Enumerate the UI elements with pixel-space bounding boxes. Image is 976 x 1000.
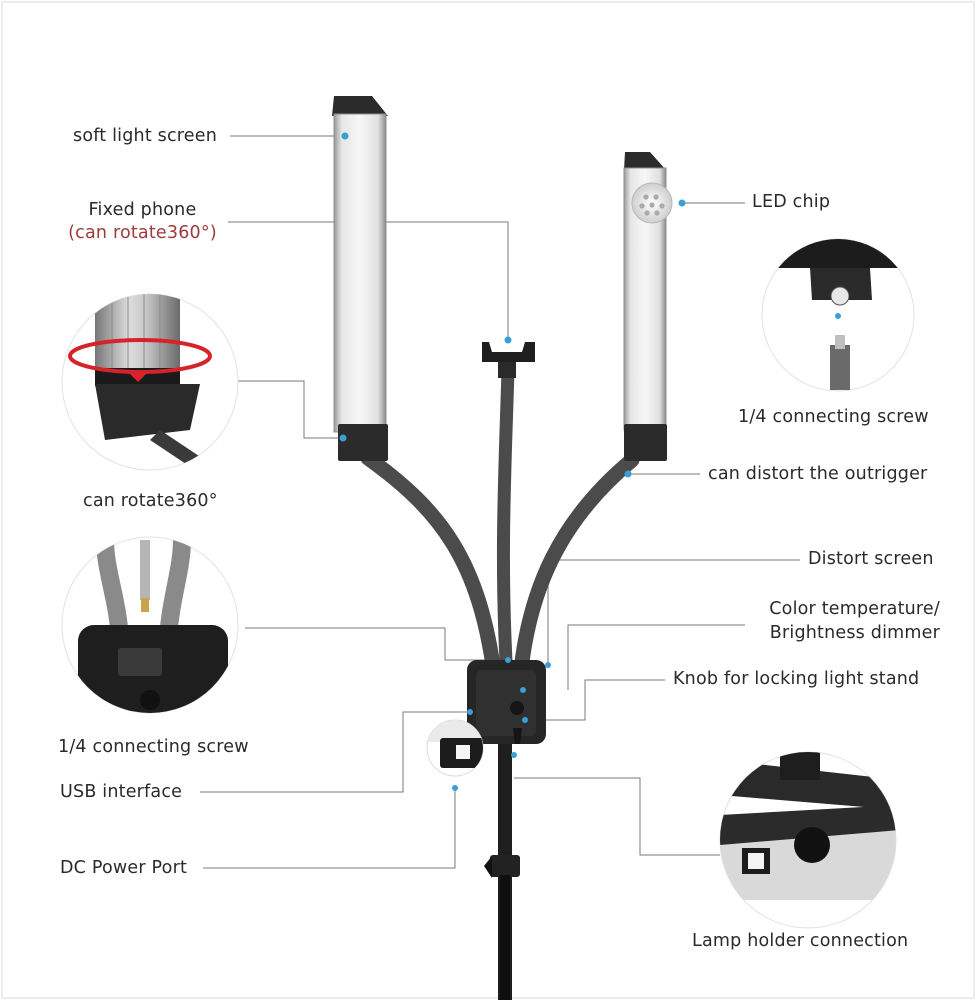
callout-lamp-holder [719,751,897,929]
leader-knob [525,679,665,721]
label-knob-locking: Knob for locking light stand [673,669,920,689]
label-dc-power-port: DC Power Port [60,858,188,878]
leader-lines [200,135,800,869]
leader-distort-screen [547,559,800,665]
right-light-panel [623,152,673,461]
callout-connecting-screw [61,536,239,714]
light-stand [484,690,520,1000]
label-brightness-dimmer: Brightness dimmer [769,623,940,643]
label-distort-screen: Distort screen [808,549,934,569]
label-distort-outrigger: can distort the outrigger [708,464,928,484]
phone-holder [482,342,535,378]
leader-fixed-phone [228,221,509,340]
leader-screw-left [245,627,508,661]
label-connecting-screw-right: 1/4 connecting screw [738,407,929,427]
label-led-chip: LED chip [752,192,831,212]
label-soft-light-screen: soft light screen [73,126,218,146]
dimmer-knob-icon [510,701,524,715]
callout-rotate-joint [61,293,239,471]
left-light-panel [332,96,388,461]
callout-dots [339,132,841,791]
leader-lamp-holder [514,777,720,856]
label-connecting-screw-left: 1/4 connecting screw [58,737,249,757]
leader-dc [203,788,456,869]
leader-color-temp [567,624,745,690]
label-usb-interface: USB interface [60,782,183,802]
label-color-temperature: Color temperature/ [769,599,940,619]
gooseneck-arms [360,363,640,688]
label-lamp-holder: Lamp holder connection [692,931,909,951]
leader-rotate [235,380,343,439]
label-can-rotate: can rotate360° [83,491,218,511]
label-can-rotate-paren: (can rotate360°) [68,223,217,243]
usb-inset [426,719,484,777]
label-fixed-phone: Fixed phone [88,200,197,220]
control-box [467,660,546,744]
leader-usb [200,711,470,793]
